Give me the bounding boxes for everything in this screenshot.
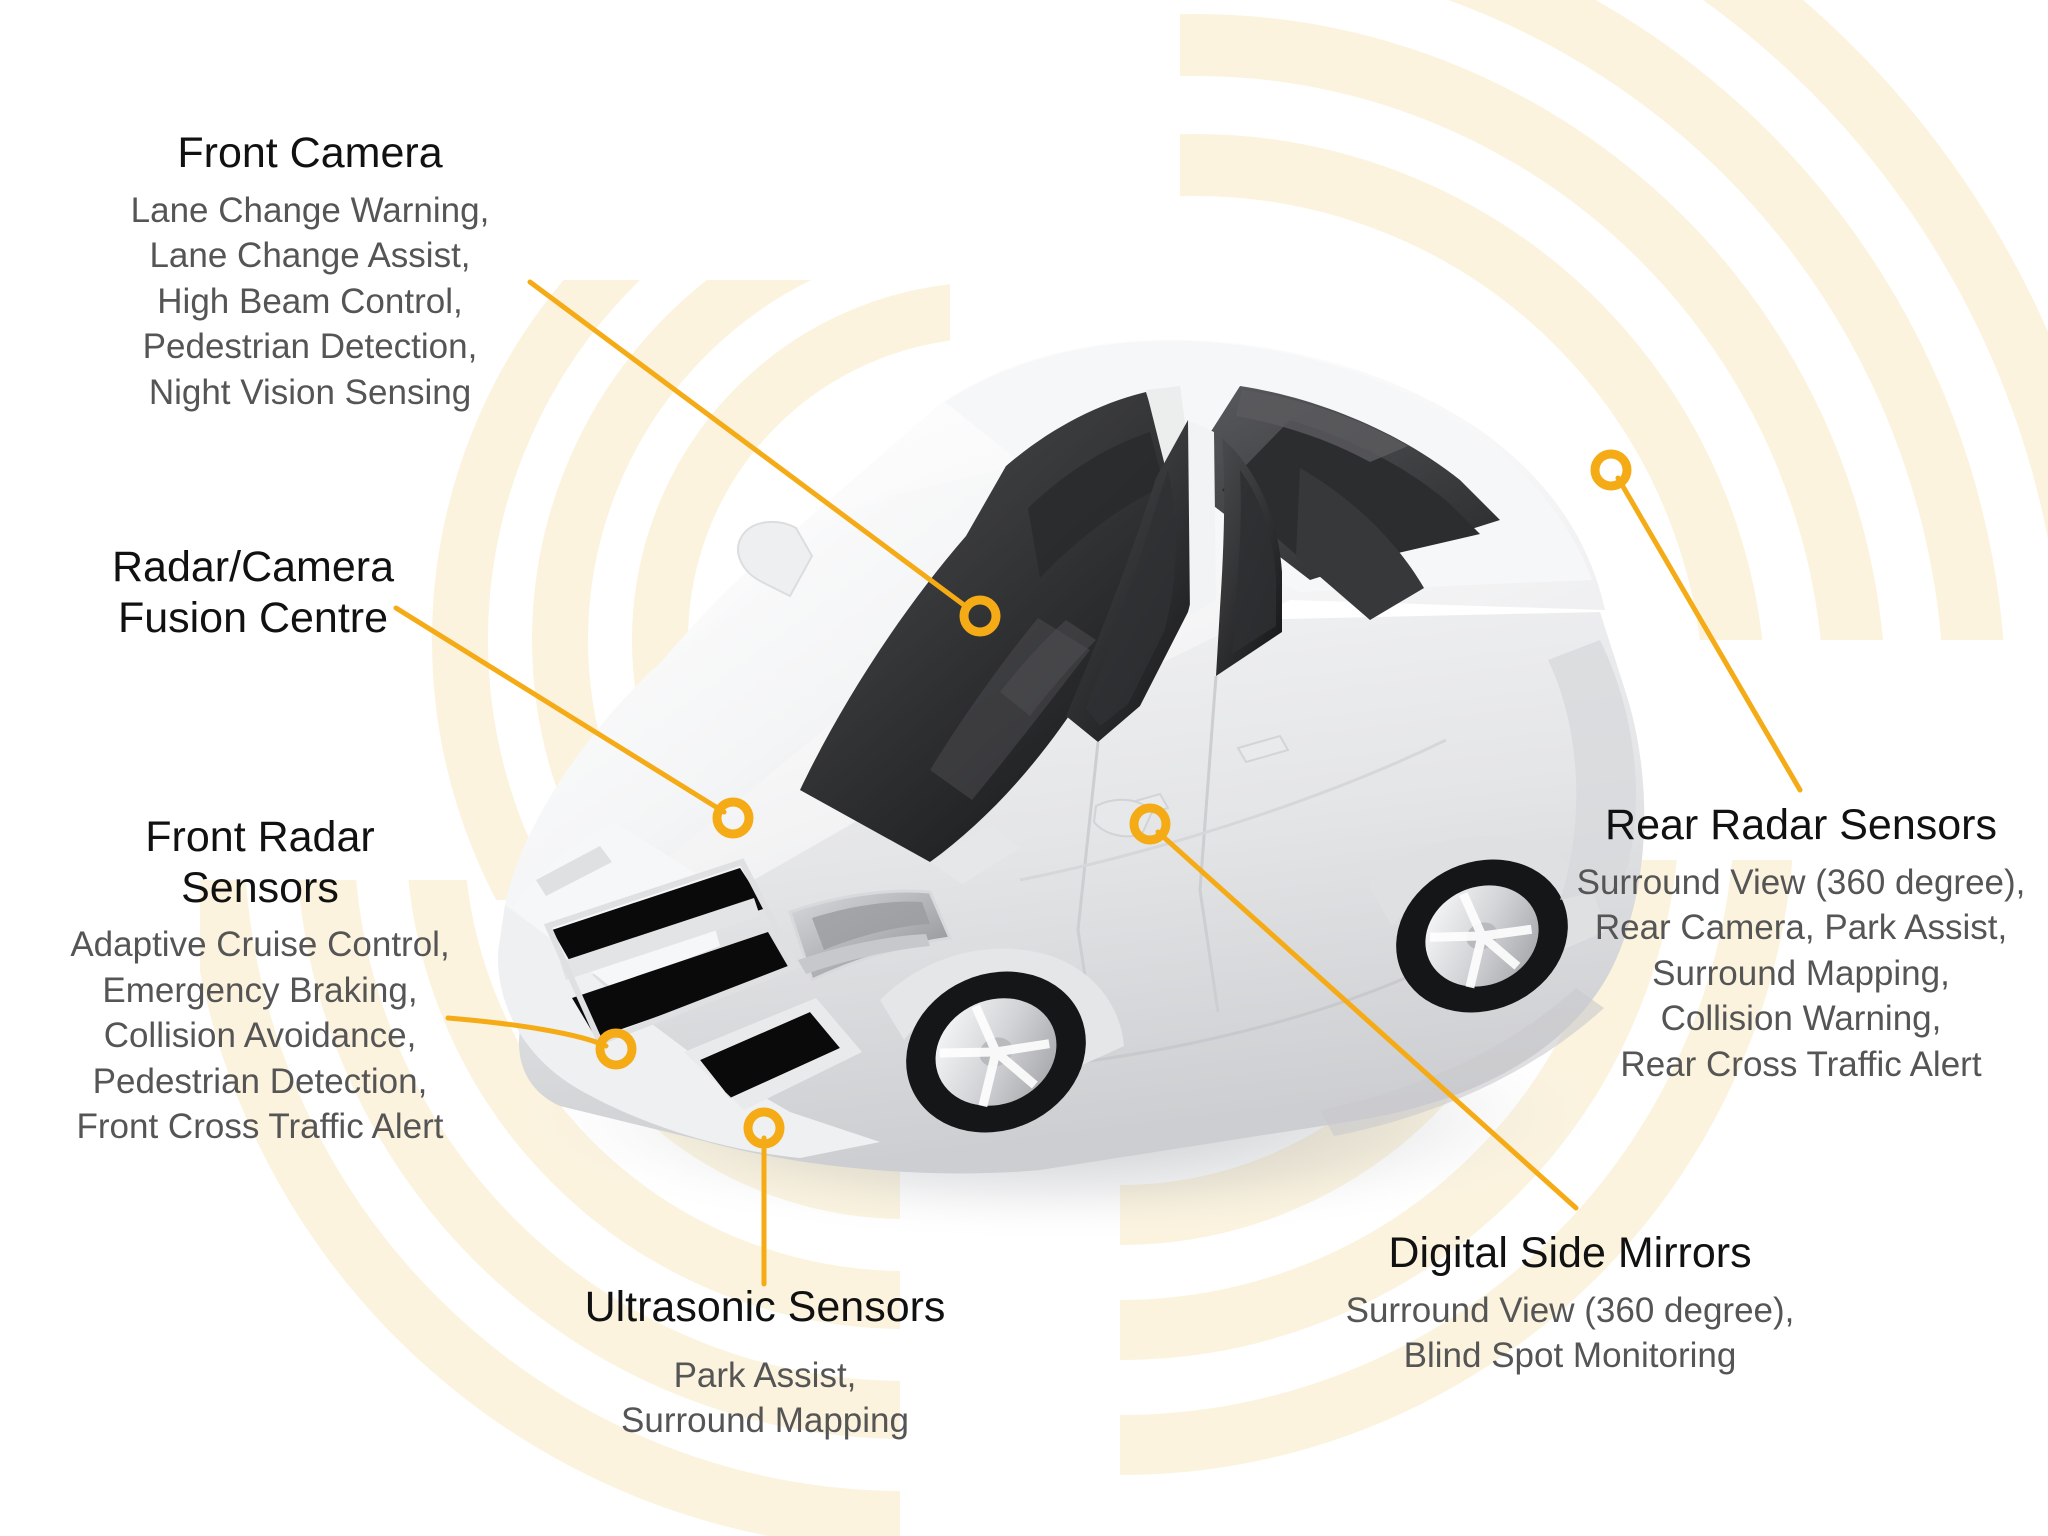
- feature-item: Blind Spot Monitoring: [1403, 1336, 1737, 1376]
- rear-lower-shade: [1320, 988, 1604, 1136]
- windshield-tint-band: [1028, 432, 1164, 578]
- a-pillar-lower: [930, 824, 1020, 884]
- callout-fusion-centre-title-line2: Fusion Centre: [117, 593, 389, 642]
- leader-rear-radar: [1615, 475, 1803, 793]
- door-handle-rear: [1236, 734, 1290, 764]
- rear-wheel-arch: [1368, 836, 1604, 950]
- rear-haunch-shade: [1548, 640, 1636, 900]
- feature-item: Front Cross Traffic Alert: [76, 1107, 444, 1147]
- leader-front-camera: [527, 279, 971, 611]
- feature-item: Surround Mapping: [621, 1401, 909, 1441]
- feature-item: Lane Change Assist,: [149, 236, 471, 276]
- feature-item: High Beam Control,: [157, 281, 463, 321]
- grille-upper: [552, 868, 766, 972]
- callout-front-radar-features: Adaptive Cruise Control, Emergency Braki…: [60, 922, 460, 1150]
- feature-item: Collision Warning,: [1660, 999, 1942, 1039]
- feature-item: Lane Change Warning,: [130, 190, 490, 230]
- feature-item: Rear Camera, Park Assist,: [1594, 908, 2008, 948]
- headlight-daytime-strip: [798, 934, 930, 974]
- callout-front-camera-features: Lane Change Warning, Lane Change Assist,…: [120, 188, 500, 416]
- feature-item: Surround View (360 degree),: [1345, 1290, 1795, 1330]
- callout-rear-radar-features: Surround View (360 degree), Rear Camera,…: [1566, 860, 2036, 1088]
- feature-item: Night Vision Sensing: [148, 372, 472, 412]
- marker-front-radar: [595, 1028, 637, 1070]
- side-mirror-far: [737, 520, 814, 598]
- callout-front-radar-sensors: Front Radar Sensors Adaptive Cruise Cont…: [60, 812, 460, 1150]
- marker-ultrasonic: [743, 1107, 785, 1149]
- body-crease-line: [1019, 738, 1447, 882]
- front-wheel: [906, 971, 1086, 1133]
- car-hood: [505, 470, 1030, 946]
- callout-ultrasonic-title: Ultrasonic Sensors: [584, 1283, 946, 1331]
- front-bumper: [497, 905, 880, 1158]
- headlight-inner: [812, 901, 930, 950]
- b-pillar: [1188, 420, 1216, 616]
- callout-front-radar-title-line1: Front Radar: [145, 813, 375, 861]
- callout-front-camera: Front Camera Lane Change Warning, Lane C…: [120, 128, 500, 415]
- rear-side-window-dark: [1232, 470, 1276, 654]
- front-side-window-dark: [1086, 470, 1176, 726]
- leader-front-radar: [445, 1015, 609, 1049]
- rear-quarter-glass: [1296, 468, 1424, 620]
- callout-front-camera-title: Front Camera: [177, 129, 443, 177]
- leader-side-mirrors: [1155, 829, 1579, 1211]
- callout-fusion-centre-title-line1: Radar/Camera: [112, 543, 394, 591]
- wave-arc-group-top-right: [1180, 0, 2048, 640]
- hood-vent: [536, 846, 612, 896]
- wave-arc-group-mid-left: [432, 280, 950, 900]
- door-line-rear: [1198, 675, 1220, 1013]
- callout-radar-camera-fusion-centre: Radar/Camera Fusion Centre: [88, 542, 418, 643]
- callout-ultrasonic-features: Park Assist, Surround Mapping: [560, 1353, 970, 1444]
- marker-front-camera: [959, 595, 1001, 637]
- feature-item: Park Assist,: [673, 1355, 857, 1395]
- feature-item: Surround Mapping,: [1652, 953, 1950, 993]
- feature-item: Adaptive Cruise Control,: [70, 925, 450, 965]
- lower-intake-surround: [684, 998, 862, 1110]
- lower-air-intake: [700, 1012, 840, 1098]
- callout-rear-radar-title: Rear Radar Sensors: [1605, 801, 1997, 849]
- front-wheel-arch: [880, 948, 1124, 1066]
- callout-side-mirrors-title: Digital Side Mirrors: [1388, 1229, 1752, 1277]
- callout-digital-side-mirrors: Digital Side Mirrors Surround View (360 …: [1340, 1228, 1800, 1379]
- grille-surround: [543, 858, 801, 1046]
- roof-glass-highlight: [1236, 390, 1408, 462]
- callout-rear-radar-sensors: Rear Radar Sensors Surround View (360 de…: [1566, 800, 2036, 1087]
- feature-item: Pedestrian Detection,: [92, 1061, 428, 1101]
- grille-bar: [560, 898, 760, 980]
- callout-ultrasonic-sensors: Ultrasonic Sensors Park Assist, Surround…: [560, 1282, 970, 1444]
- grille-lower: [572, 932, 790, 1038]
- marker-fusion-centre: [712, 797, 754, 839]
- callout-front-radar-title-line2: Sensors: [181, 863, 339, 912]
- feature-item: Emergency Braking,: [102, 970, 418, 1010]
- marker-rear-radar: [1590, 449, 1632, 491]
- feature-item: Pedestrian Detection,: [142, 327, 478, 367]
- callout-side-mirrors-features: Surround View (360 degree), Blind Spot M…: [1340, 1288, 1800, 1379]
- feature-item: Collision Avoidance,: [103, 1016, 417, 1056]
- feature-item: Surround View (360 degree),: [1576, 862, 2026, 902]
- marker-side-mirrors: [1129, 803, 1171, 845]
- feature-item: Rear Cross Traffic Alert: [1620, 1044, 1982, 1084]
- leader-fusion-centre: [393, 605, 727, 815]
- roof-glass-dark: [1222, 420, 1480, 572]
- windshield-steering: [1000, 620, 1096, 716]
- rear-wheel: [1396, 859, 1568, 1013]
